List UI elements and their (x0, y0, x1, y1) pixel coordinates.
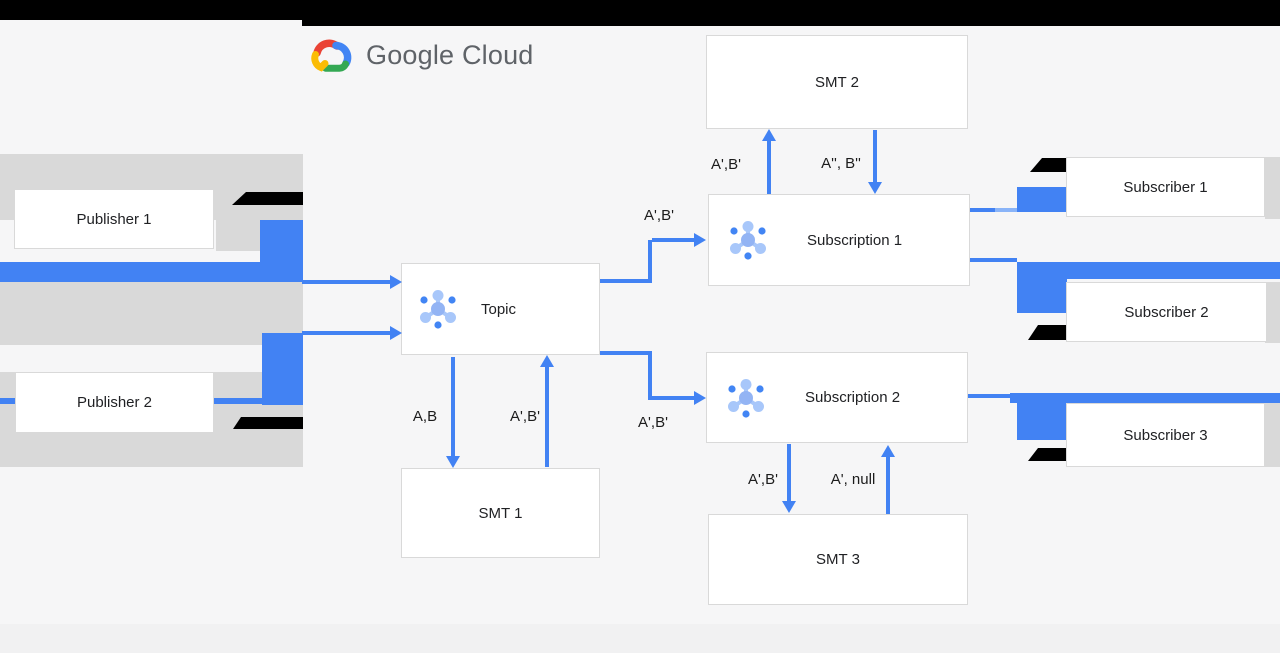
gray-band-middle (0, 282, 303, 345)
subscriber3-label: Subscriber 3 (1123, 426, 1208, 444)
arrow-sub1-smt2-head (762, 129, 776, 141)
arrow-smt2-sub1-head (868, 182, 882, 194)
top-black-bar-right (302, 0, 1280, 26)
blue-block-artifact-4 (1017, 262, 1067, 313)
publisher1-label: Publisher 1 (76, 210, 152, 228)
node-subscription2: Subscription 2 (706, 352, 968, 443)
subscription2-label: Subscription 2 (805, 389, 901, 406)
edge-label-topic-sub2: A',B' (638, 414, 668, 431)
arrow-publisher1-topic-line (302, 280, 390, 284)
gray-strip-right-subscriber2 (1265, 282, 1280, 343)
gray-strip-right-subscriber1 (1265, 157, 1280, 219)
arrow-publisher2-topic-head (390, 326, 402, 340)
top-black-bar-left (0, 0, 302, 20)
redacted-black-bar-subscriber1 (1030, 158, 1068, 172)
edge-label-sub1-smt2: A',B' (711, 156, 741, 173)
arrow-smt1-topic-head (540, 355, 554, 367)
arrow-topic-smt1-head (446, 456, 460, 468)
smt3-label: SMT 3 (816, 551, 860, 568)
node-publisher1: Publisher 1 (14, 189, 214, 249)
edge-label-smt1-topic: A',B' (510, 408, 540, 425)
pubsub-subscription1-icon (725, 217, 771, 263)
node-smt1: SMT 1 (401, 468, 600, 558)
arrow-topic-sub1-seg1 (600, 279, 652, 283)
footer-band (0, 624, 1280, 653)
arrow-smt2-sub1-line (873, 130, 877, 182)
arrow-publisher1-topic-head (390, 275, 402, 289)
line-sub1-to-subscriber1-light (995, 208, 1017, 212)
redacted-black-bar-publisher2 (233, 417, 303, 429)
redacted-black-bar-subscriber2 (1028, 325, 1068, 340)
arrow-sub2-smt3-line (787, 444, 791, 501)
node-smt2: SMT 2 (706, 35, 968, 129)
publisher2-label: Publisher 2 (76, 394, 153, 411)
node-subscriber1: Subscriber 1 (1066, 157, 1265, 217)
google-cloud-logo: Google Cloud (306, 36, 534, 74)
gray-patch-right-of-publisher1 (216, 220, 260, 251)
edge-label-topic-sub1: A',B' (644, 207, 674, 224)
arrow-sub2-smt3-head (782, 501, 796, 513)
arrow-smt1-topic-line (545, 367, 549, 467)
google-cloud-icon (306, 36, 354, 74)
blue-band-artifact-2 (1017, 262, 1280, 279)
arrow-topic-smt1-line (451, 357, 455, 456)
subscriber1-label: Subscriber 1 (1123, 178, 1208, 196)
redacted-black-bar-subscriber3 (1028, 448, 1068, 461)
subscription1-label: Subscription 1 (807, 231, 903, 249)
node-publisher2: Publisher 2 (15, 372, 214, 433)
arrow-publisher2-topic-line (302, 331, 390, 335)
blue-block-artifact-1 (260, 220, 303, 283)
line-sub1-to-subscriber2 (970, 258, 1017, 262)
arrow-topic-sub1-head (694, 233, 706, 247)
arrow-smt3-sub2-line (886, 457, 890, 514)
arrow-topic-sub2-seg1 (600, 351, 652, 355)
arrow-sub1-smt2-line (767, 141, 771, 194)
node-subscriber3: Subscriber 3 (1066, 403, 1265, 467)
node-subscriber2: Subscriber 2 (1066, 282, 1267, 342)
blue-band-artifact-3 (1010, 393, 1280, 403)
arrow-topic-sub1-seg2 (648, 240, 652, 283)
line-sub2-to-subscriber3 (968, 394, 1012, 398)
blue-block-artifact-5 (1017, 393, 1067, 440)
google-cloud-logo-text: Google Cloud (366, 39, 534, 70)
blue-line-into-publisher2-right (214, 398, 262, 404)
node-smt3: SMT 3 (708, 514, 968, 605)
smt2-label: SMT 2 (815, 73, 859, 91)
blue-block-artifact-2 (262, 333, 303, 405)
pubsub-topic-icon (415, 286, 461, 332)
topic-label: Topic (481, 300, 517, 318)
node-topic: Topic (401, 263, 600, 355)
arrow-topic-sub2-seg3 (652, 396, 696, 400)
blue-block-artifact-3 (1017, 187, 1067, 212)
arrow-topic-sub2-seg2 (648, 351, 652, 400)
edge-label-smt3-sub2: A', null (830, 471, 876, 488)
smt1-label: SMT 1 (478, 504, 523, 522)
arrow-smt3-sub2-head (881, 445, 895, 457)
gray-strip-right-subscriber3 (1265, 403, 1280, 467)
node-subscription1: Subscription 1 (708, 194, 970, 286)
arrow-topic-sub2-head (694, 391, 706, 405)
pubsub-subscription2-icon (723, 375, 769, 421)
line-sub1-to-subscriber1 (970, 208, 995, 212)
arrow-topic-sub1-seg3 (652, 238, 696, 242)
subscriber2-label: Subscriber 2 (1124, 303, 1209, 321)
edge-label-topic-smt1: A,B (412, 408, 438, 425)
blue-band-artifact-1 (0, 262, 261, 282)
blue-line-into-publisher2-left (0, 398, 15, 404)
redacted-black-bar-publisher1 (232, 192, 303, 205)
edge-label-sub2-smt3: A',B' (748, 471, 778, 488)
edge-label-smt2-sub1: A'', B'' (821, 155, 861, 172)
